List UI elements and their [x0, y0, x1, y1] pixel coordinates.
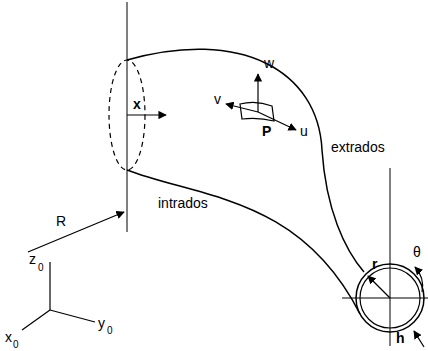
axis-label: u	[300, 124, 308, 139]
axis-label: x	[5, 330, 12, 345]
subscript: 0	[38, 262, 44, 273]
axis-label: v	[214, 92, 221, 107]
dimension-label: r	[372, 257, 377, 272]
axis-label: z	[29, 252, 36, 267]
axis-label: y	[98, 316, 105, 331]
dimension-label: R	[56, 214, 66, 229]
subscript: 0	[107, 325, 113, 336]
axis-label: w	[264, 56, 274, 71]
axis-label: x	[133, 97, 141, 112]
subscript: 0	[13, 339, 19, 350]
region-label: intrados	[158, 196, 208, 211]
point-label: P	[262, 124, 271, 139]
dimension-label: h	[396, 331, 405, 346]
region-label: extrados	[331, 140, 385, 155]
angle-label: θ	[413, 245, 421, 260]
